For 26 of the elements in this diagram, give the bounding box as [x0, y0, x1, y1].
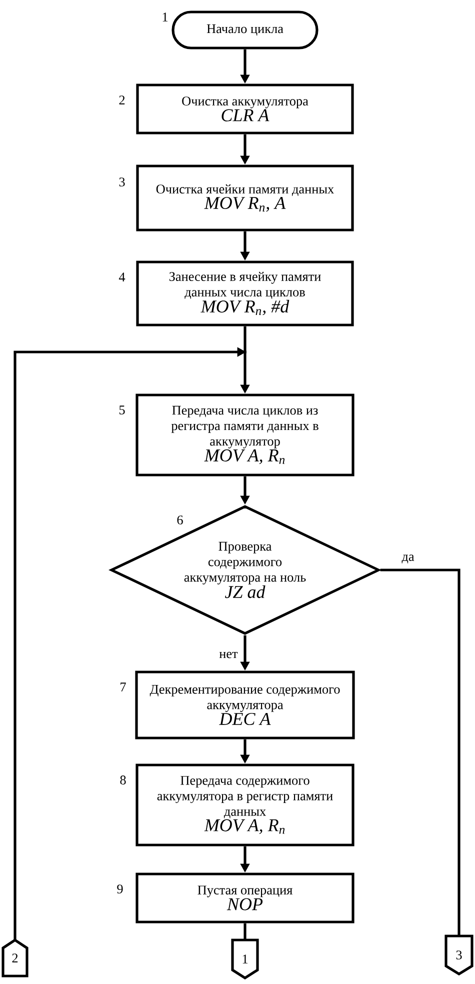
offpage-connector: 1 — [231, 938, 259, 980]
edge-label: да — [400, 554, 416, 564]
offpage-connector: 2 — [2, 938, 28, 978]
step-number: 4 — [118, 272, 126, 282]
process-box: Декрементирование содержимого аккумулятора DEC A — [135, 670, 355, 740]
step-number: 1 — [162, 12, 168, 22]
connector-line — [244, 923, 246, 940]
connector-line — [244, 326, 246, 354]
process-box: Пустая операция NOP — [136, 872, 354, 924]
process-box: Занесение в ячейку памяти данных числа циклов MOV R$_{n}$, #d — [136, 260, 354, 326]
arrow — [14, 347, 246, 940]
process-box: Очистка аккумулятора CLR A — [136, 84, 354, 134]
step-number: 9 — [117, 884, 123, 894]
offpage-connector: 3 — [444, 934, 474, 976]
start-terminator: Начало цикла — [172, 10, 318, 50]
process-box: Очистка ячейки памяти данных MOV R$_{n}$, A — [136, 164, 354, 232]
process-box: Передача числа циклов из регистра памяти данных в аккумулятор MOV A, R$_{n}$ — [136, 394, 354, 476]
step-number: 7 — [120, 682, 126, 692]
process-box: Передача содержимого аккумулятора в регистр памяти данных MOV A, R$_{n}$ — [136, 764, 354, 846]
edge-label: нет — [218, 650, 239, 660]
connector-line — [380, 568, 460, 936]
step-number: 3 — [119, 178, 125, 186]
step-number: 6 — [177, 516, 183, 524]
step-number: 8 — [120, 776, 126, 784]
step-number: 2 — [119, 96, 125, 104]
step-number: 5 — [119, 406, 125, 414]
